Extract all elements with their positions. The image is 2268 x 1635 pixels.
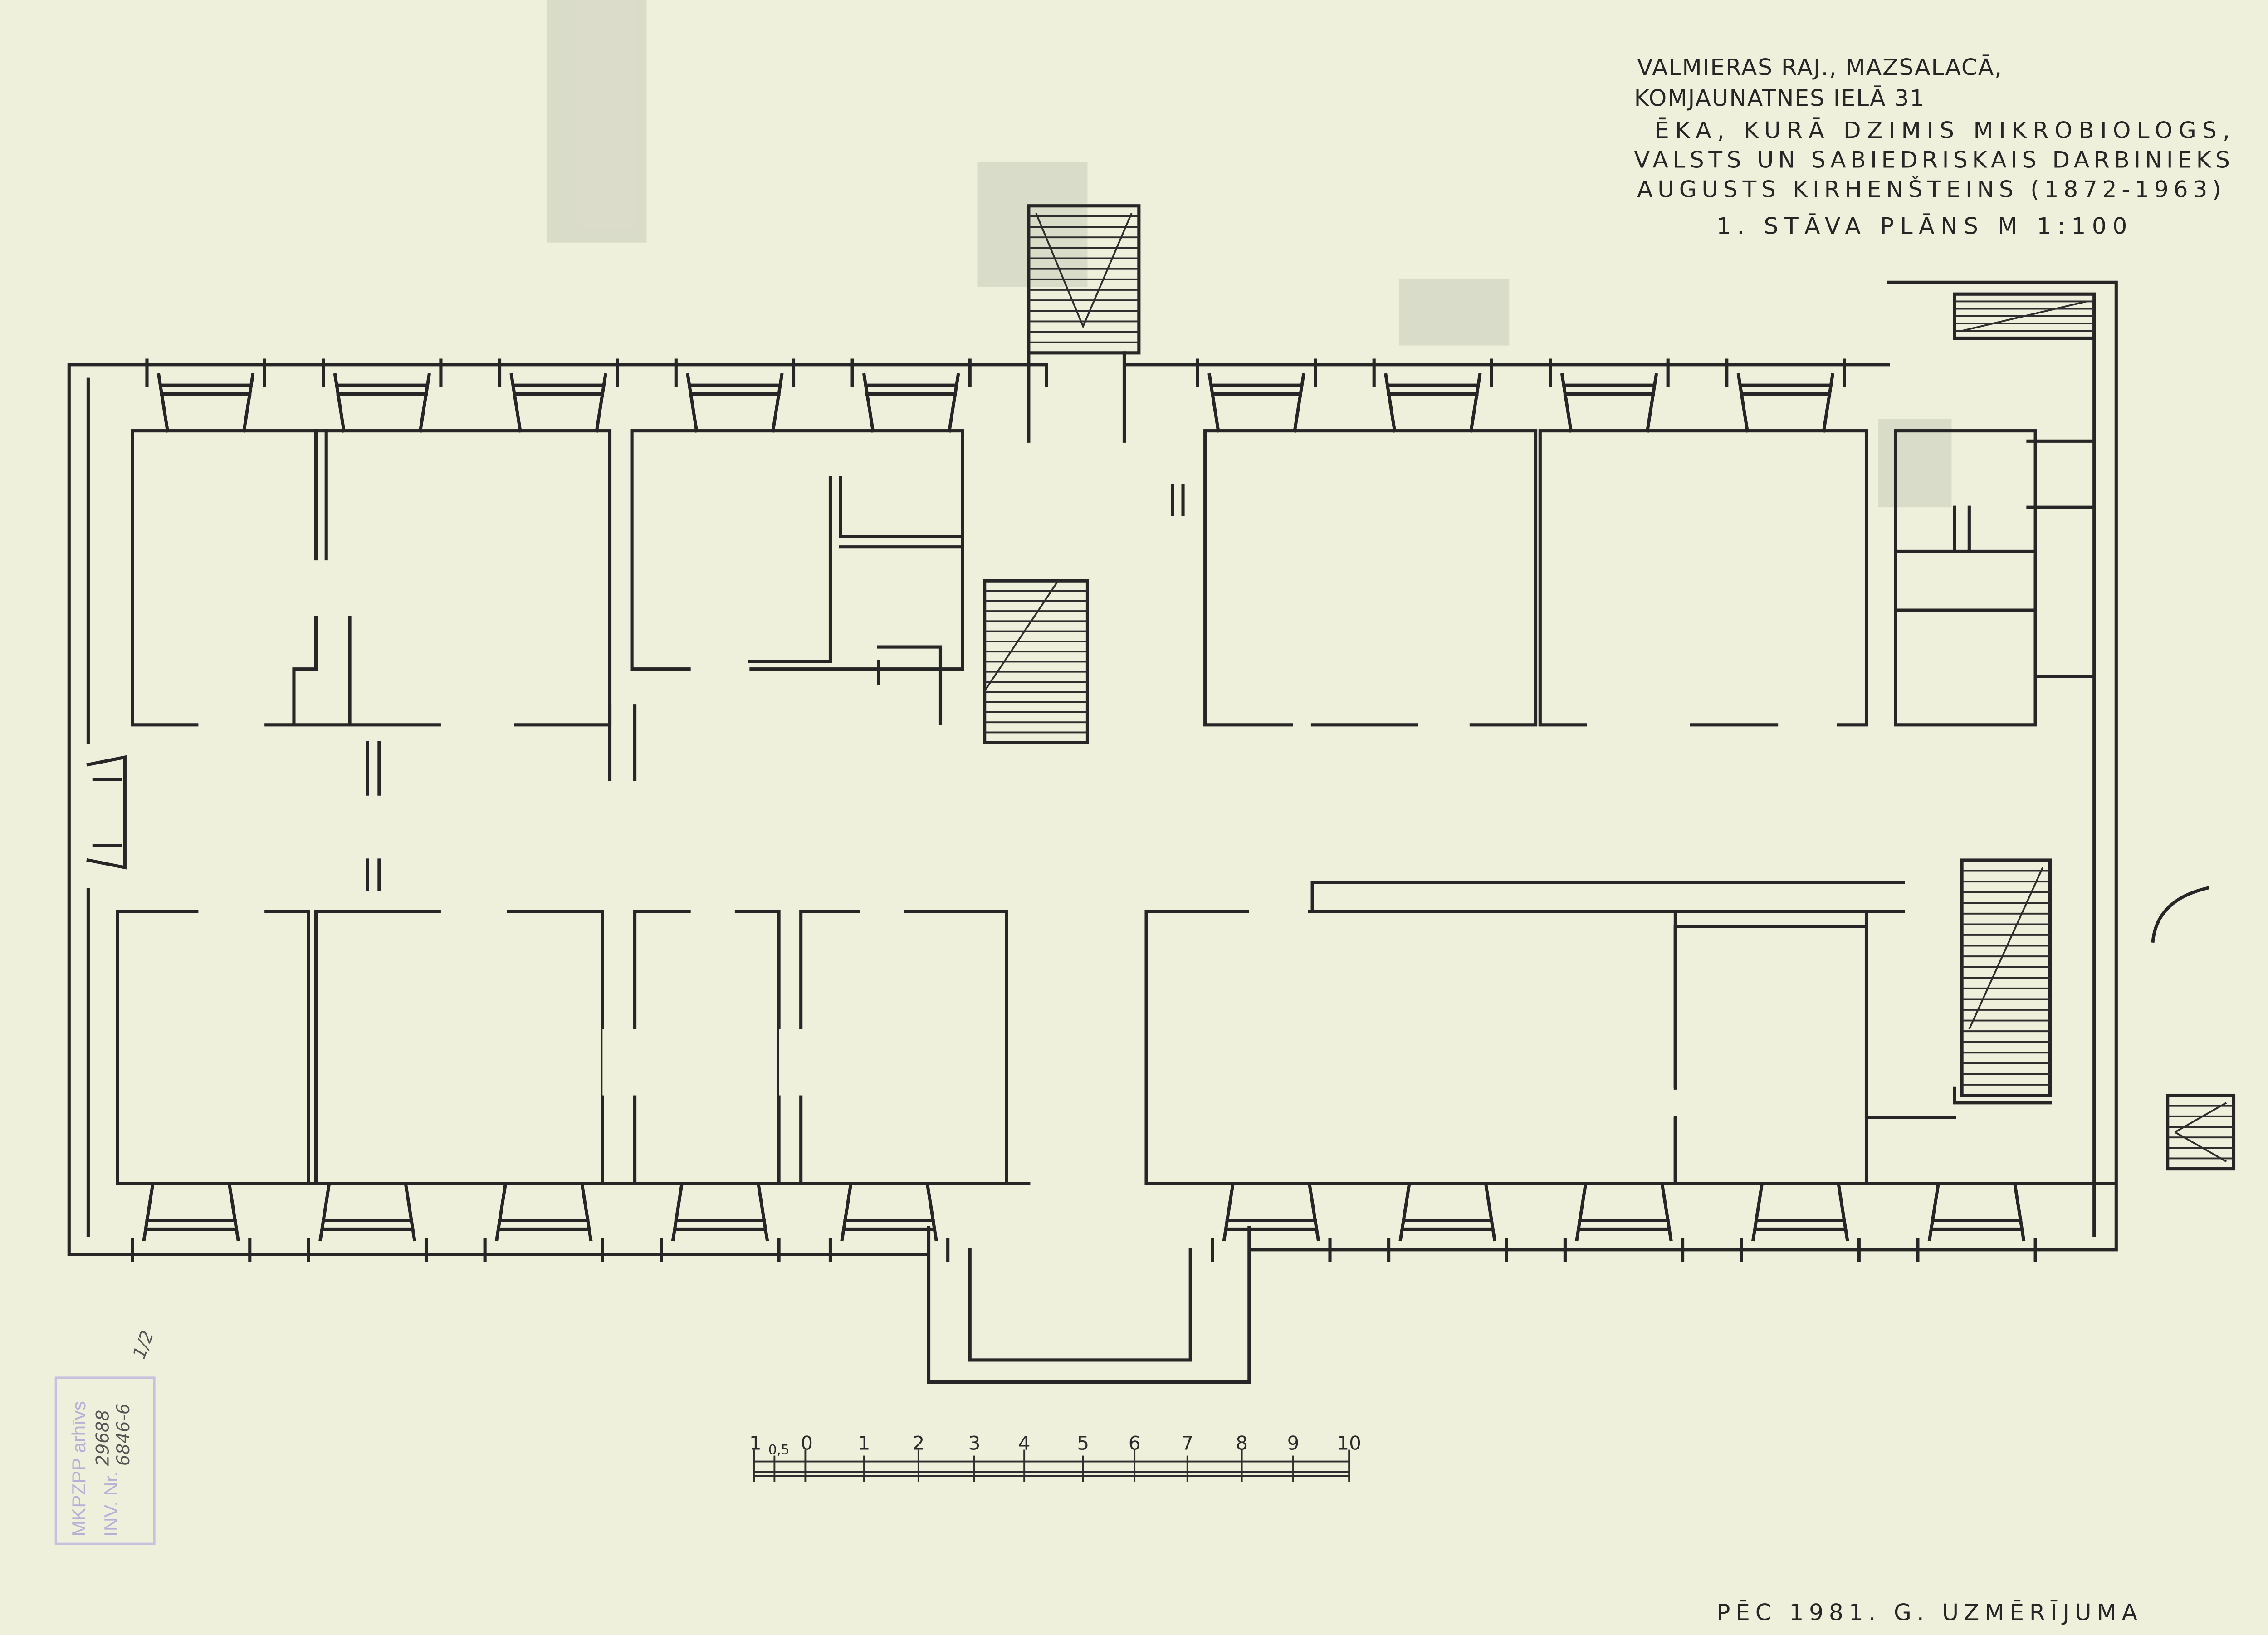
stamp-inv-number: 29688: [93, 1410, 113, 1466]
room-outline: [1144, 910, 1677, 1185]
stair-arrow: [1035, 213, 1133, 329]
room-outline: [131, 429, 612, 727]
door-opening: [860, 904, 904, 919]
room-outline: [633, 910, 781, 1185]
title-line: VALMIERAS RAJ., MAZSALACĀ,: [1637, 54, 2003, 80]
title-line: VALSTS UN SABIEDRISKAIS DARBINIEKS: [1634, 146, 2231, 173]
plan-subtitle: 1. STĀVA PLĀNS M 1:100: [1716, 212, 2128, 239]
scale-label: 5: [1077, 1432, 1089, 1454]
scale-label: 6: [1129, 1432, 1141, 1454]
door-opening: [1418, 717, 1470, 733]
scale-label: 8: [1236, 1432, 1248, 1454]
stamp-archive-name: MKPZPP arhīvs: [68, 1401, 89, 1537]
sheet-number: 1/2: [129, 1328, 158, 1361]
stairs: [983, 204, 2236, 1171]
door-opening: [1293, 717, 1311, 733]
window: [850, 358, 972, 433]
staircase: [1027, 204, 1141, 355]
scale-label: 1: [749, 1432, 762, 1454]
room-outline: [799, 910, 1008, 1185]
rooms: [116, 429, 2037, 1185]
stamp-inv-label: INV. Nr.: [100, 1471, 122, 1537]
stair-outline: [2166, 1093, 2236, 1171]
title-line: AUGUSTS KIRHENŠTEINS (1872-1963): [1637, 176, 2222, 202]
window: [660, 1181, 781, 1262]
scale-label: 9: [1287, 1432, 1300, 1454]
staircase: [1953, 292, 2096, 340]
title-line: KOMJAUNATNES IELĀ 31: [1634, 84, 1925, 111]
footer-note: PĒC 1981. G. UZMĒRĪJUMA: [1716, 1599, 2138, 1626]
scale-bar: 1 0,5 0 1 2 3 4 5 6 7 8 9 10: [749, 1432, 1361, 1482]
door-opening: [779, 1029, 806, 1096]
room-outline: [1673, 925, 1868, 1185]
door-opening: [440, 717, 514, 733]
title-block: VALMIERAS RAJ., MAZSALACĀ, KOMJAUNATNES …: [1634, 54, 2231, 239]
room-outline: [116, 910, 310, 1185]
door-opening: [440, 904, 507, 919]
window: [322, 358, 443, 433]
stair-arrow: [1968, 867, 2044, 1030]
room-outline: [314, 910, 604, 1185]
window: [145, 358, 266, 433]
door-opening: [1778, 717, 1837, 733]
window: [1372, 358, 1493, 433]
window: [131, 1181, 252, 1262]
scale-label: 0,5: [768, 1442, 789, 1457]
window: [483, 1181, 604, 1262]
scale-label: 2: [912, 1432, 924, 1454]
door-opening: [198, 717, 265, 733]
staircase: [2166, 1093, 2236, 1171]
window: [674, 358, 796, 433]
stamp-inv-number: 6846-6: [113, 1404, 134, 1466]
stair-arrow: [1961, 300, 2087, 332]
door-opening: [1587, 717, 1690, 733]
window: [498, 358, 619, 433]
scale-label: 7: [1181, 1432, 1193, 1454]
scale-label: 1: [858, 1432, 870, 1454]
window: [1740, 1181, 1861, 1262]
scale-ticks: [753, 1449, 1350, 1482]
windows: [86, 358, 2037, 1262]
window: [1563, 1181, 1685, 1262]
stair-arrow: [984, 580, 1059, 692]
partitions: [292, 429, 2209, 1185]
floor-plan: [67, 204, 2236, 1384]
door-opening: [198, 904, 265, 919]
scale-label: 3: [968, 1432, 981, 1454]
window: [1387, 1181, 1508, 1262]
window: [1725, 358, 1846, 433]
scale-bar-lines: [754, 1460, 1349, 1477]
side-entrance: [86, 755, 127, 870]
door-opening: [602, 1029, 640, 1096]
archive-stamp: MKPZPP arhīvs INV. Nr. 29688 6846-6 1/2: [54, 1328, 158, 1545]
window: [1916, 1181, 2037, 1262]
window: [828, 1181, 950, 1262]
door-opening: [690, 904, 735, 919]
scale-label: 0: [801, 1432, 813, 1454]
door-opening: [690, 663, 750, 675]
scale-label: 10: [1337, 1432, 1361, 1454]
door-opening: [1668, 1088, 1683, 1118]
door-opening: [1249, 904, 1308, 919]
room-outline: [630, 429, 964, 671]
window: [1549, 358, 1670, 433]
staircase: [1960, 858, 2052, 1097]
room-outline: [1203, 429, 1538, 727]
tape-marks: [547, 0, 1952, 508]
outer-walls: [67, 280, 2118, 1384]
window: [1196, 358, 1317, 433]
window: [1211, 1181, 1332, 1262]
scale-label: 4: [1018, 1432, 1031, 1454]
stair-arrow: [2174, 1102, 2227, 1163]
title-line: ĒKA, KURĀ DZIMIS MIKROBIOLOGS,: [1655, 117, 2231, 144]
staircase: [983, 579, 1090, 744]
room-outline: [1538, 429, 1868, 727]
window: [307, 1181, 428, 1262]
